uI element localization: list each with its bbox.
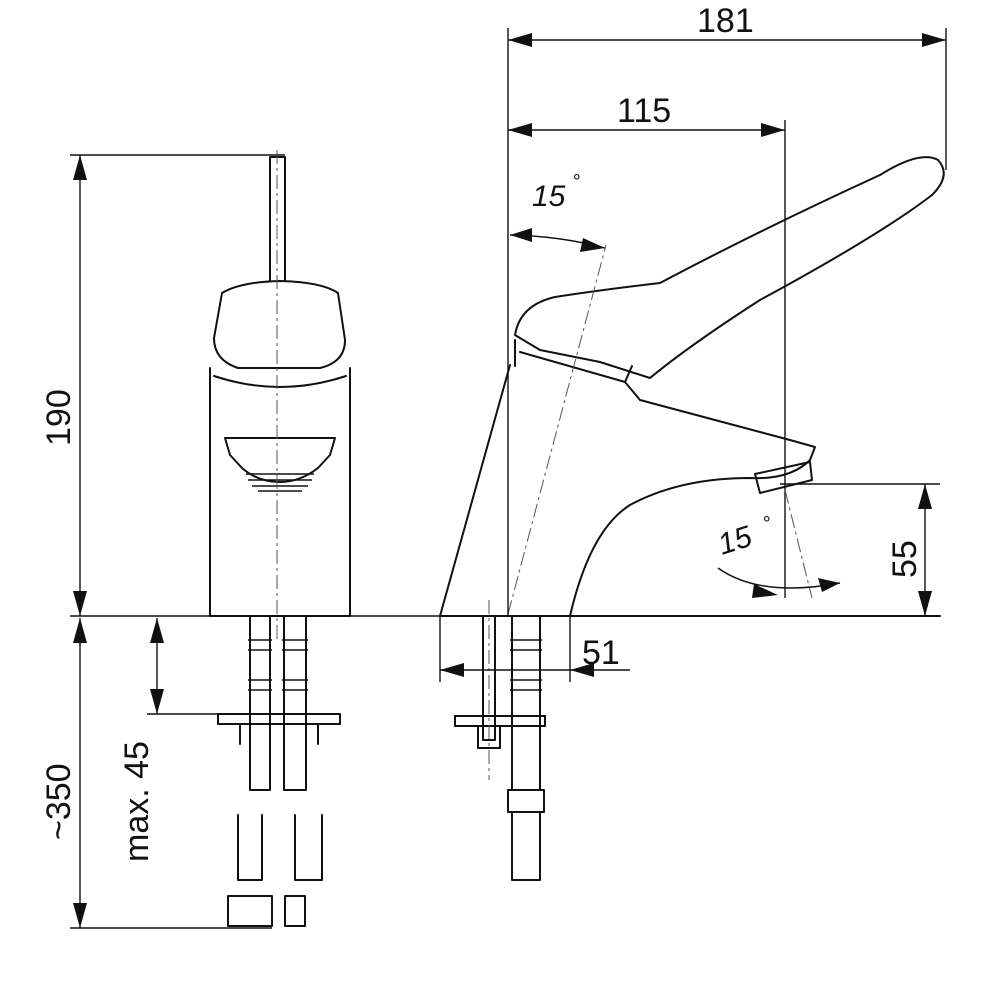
label-spout-degree: ° <box>762 513 770 535</box>
arrow <box>752 584 778 598</box>
front-hose-right <box>283 615 307 791</box>
side-threaded-rod <box>482 615 496 741</box>
arrow <box>761 123 785 137</box>
dim-spout-axis <box>784 489 813 599</box>
side-body-spout <box>439 364 816 617</box>
side-hose-break <box>507 789 545 813</box>
label-181: 181 <box>697 2 754 40</box>
arrow <box>510 228 532 242</box>
label-350: ~350 <box>40 763 78 840</box>
arrow <box>440 663 464 677</box>
arrow <box>508 33 532 47</box>
front-hose-end-left <box>237 814 263 881</box>
front-mounting-studs <box>239 723 319 745</box>
front-cap-arc <box>213 375 347 388</box>
dimension-labels: 181 115 51 190 ~350 max. 45 55 15 ° 15 ° <box>40 2 924 862</box>
front-view <box>209 150 351 927</box>
arrow <box>580 238 605 252</box>
side-hose <box>511 615 541 881</box>
arrow <box>922 33 946 47</box>
side-lever-axis <box>507 244 607 615</box>
arrow <box>150 618 164 643</box>
label-spout-angle: 15 <box>714 520 756 562</box>
side-view <box>439 156 945 881</box>
arrow <box>818 578 840 592</box>
arrow <box>918 484 932 509</box>
arrow <box>73 591 87 616</box>
side-mounting-plate <box>454 715 546 727</box>
side-hose-fittings <box>510 639 542 691</box>
front-nut-right <box>284 895 306 927</box>
arrow <box>73 903 87 928</box>
arrow <box>508 123 532 137</box>
front-hose-end-right <box>294 814 323 881</box>
front-hose-fittings <box>248 639 308 691</box>
arrow <box>570 663 594 677</box>
label-lever-degree: ° <box>572 171 580 193</box>
arrow <box>918 591 932 616</box>
front-hose-left <box>249 615 271 791</box>
label-190: 190 <box>40 389 78 446</box>
front-outlet <box>224 437 336 483</box>
label-51: 51 <box>582 634 620 672</box>
front-aerator-mesh <box>246 473 314 492</box>
front-lever-cap <box>213 280 346 369</box>
side-aerator <box>754 461 813 494</box>
front-mounting-plate <box>217 713 341 725</box>
label-max-45: max. 45 <box>118 741 156 862</box>
arrow <box>73 155 87 180</box>
front-nut-left <box>227 895 273 927</box>
arrow <box>150 689 164 714</box>
dimension-lines <box>70 28 947 929</box>
label-55: 55 <box>886 540 924 578</box>
label-115: 115 <box>617 92 671 130</box>
side-lever <box>514 156 945 379</box>
front-body <box>209 367 351 617</box>
arrow <box>73 618 87 643</box>
side-nut <box>477 725 501 749</box>
label-lever-angle: 15 <box>532 180 566 213</box>
